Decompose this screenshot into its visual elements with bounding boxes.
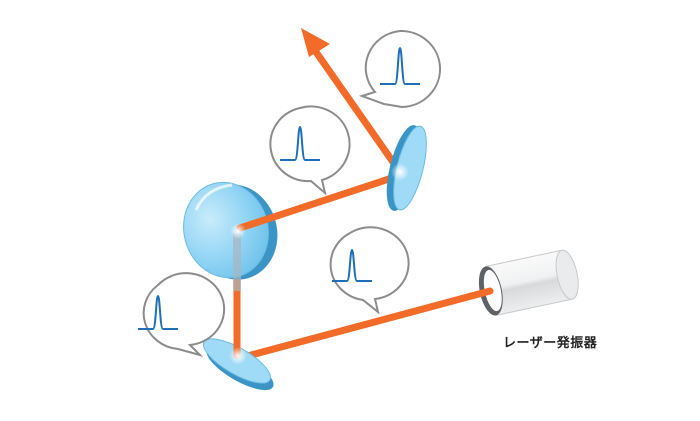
beam-segment-3: [236, 172, 402, 232]
pulse-bubble-icon: [329, 226, 410, 315]
beam-segment-1: [236, 287, 494, 362]
laser-oscillator-icon: [478, 249, 579, 316]
pulse-bubble-icon: [138, 272, 226, 357]
beam-segment-4: [312, 48, 404, 176]
pulse-bubble-icon: [358, 29, 442, 109]
laser-oscillator-label: レーザー発振器: [503, 336, 598, 351]
pulse-bubble-icon: [269, 105, 351, 196]
arrow-head-icon: [301, 28, 330, 57]
